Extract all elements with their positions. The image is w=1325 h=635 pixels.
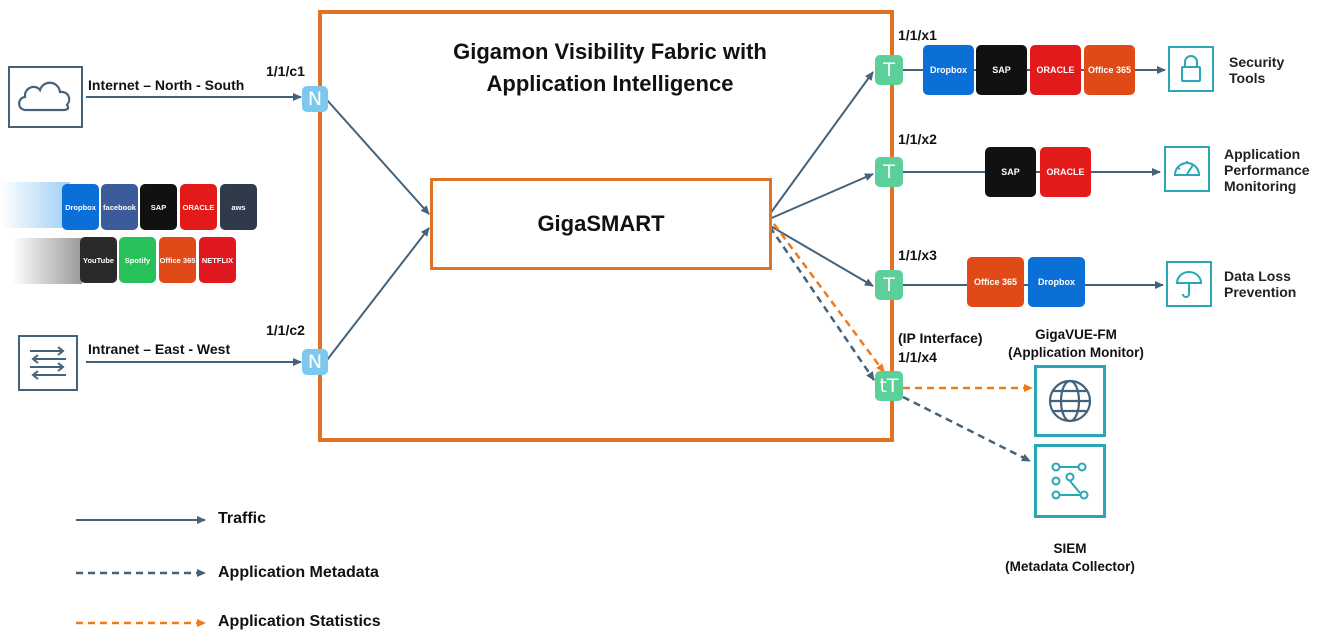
siem-line1: SIEM [1053,541,1087,556]
port-x3[interactable]: T [875,270,903,300]
dlp-line1: Data Loss [1224,268,1291,284]
app-tile-sap: SAP [976,45,1027,95]
app-tile-office-365: Office 365 [159,237,196,283]
apm-line1: Application [1224,146,1301,162]
app-tile-oracle: ORACLE [180,184,217,230]
fabric-title: Gigamon Visibility Fabric with Applicati… [400,36,820,100]
siem-label: SIEM (Metadata Collector) [990,540,1150,576]
traffic-line-gigasmart-x1 [766,71,874,219]
app-tile-oracle: ORACLE [1030,45,1081,95]
app-tile-sap: SAP [140,184,177,230]
port-x3-label: 1/1/x3 [898,247,937,263]
legend-traffic-label: Traffic [218,510,267,527]
app-tile-spotify: Spotify [119,237,156,283]
security-line2: Tools [1229,70,1266,86]
siem-line2: (Metadata Collector) [1005,559,1135,574]
app-tile-dropbox: Dropbox [923,45,974,95]
fabric-title-line1: Gigamon Visibility Fabric with [453,39,767,64]
legend-statistics-label: Application Statistics [218,613,381,630]
fm-line1: GigaVUE-FM [1035,327,1117,342]
port-c2-label: 1/1/c2 [266,322,305,338]
visibility-fabric-frame [318,10,894,442]
app-strip-fade-blue [0,182,70,228]
app-tile-dropbox: Dropbox [62,184,99,230]
dlp-label: Data Loss Prevention [1224,268,1296,300]
traffic-line-c2-gigasmart [326,227,430,361]
app-strip-fade-gray [12,238,82,284]
umbrella-icon[interactable] [1166,261,1212,307]
legend-metadata-label: Application Metadata [218,564,379,581]
port-x1-label: 1/1/x1 [898,27,937,43]
apm-label: Application Performance Monitoring [1224,146,1310,194]
port-x4-label: 1/1/x4 [898,349,937,365]
apm-line3: Monitoring [1224,178,1297,194]
fm-line2: (Application Monitor) [1008,345,1144,360]
siem-collector-icon[interactable] [1034,444,1106,518]
security-tools-label: Security Tools [1229,54,1284,86]
port-c2[interactable]: N [302,349,328,375]
internet-label: Internet – North - South [88,77,245,93]
port-c1[interactable]: N [302,86,328,112]
app-tile-office-365: Office 365 [967,257,1024,307]
gigavue-fm-label: GigaVUE-FM (Application Monitor) [996,326,1156,362]
app-tile-sap: SAP [985,147,1036,197]
app-tile-netflix: NETFLIX [199,237,236,283]
globe-icon[interactable] [1034,365,1106,437]
port-x4[interactable]: tT [875,371,903,401]
app-tile-dropbox: Dropbox [1028,257,1085,307]
metadata-line-x4-siem [902,395,1031,463]
security-line1: Security [1229,54,1285,70]
apm-line2: Performance [1224,162,1310,178]
app-tile-oracle: ORACLE [1040,147,1091,197]
app-tile-youtube: YouTube [80,237,117,283]
lock-icon[interactable] [1168,46,1214,92]
traffic-line-gigasmart-x2 [766,173,874,221]
port-c1-label: 1/1/c1 [266,63,305,79]
app-tile-office-365: Office 365 [1084,45,1135,95]
statistics-line-gigasmart-x4 [772,223,886,373]
network-switch-icon [18,335,78,391]
gigasmart-box: GigaSMART [430,178,772,270]
port-x1[interactable]: T [875,55,903,85]
app-tile-aws: aws [220,184,257,230]
metadata-line-gigasmart-x4 [768,226,876,381]
port-x4-note: (IP Interface) [898,330,983,346]
gauge-icon[interactable] [1164,146,1210,192]
port-x2-label: 1/1/x2 [898,131,937,147]
traffic-line-gigasmart-x3 [766,223,874,287]
port-x2[interactable]: T [875,157,903,187]
dlp-line2: Prevention [1224,284,1297,300]
intranet-label: Intranet – East - West [88,341,231,357]
traffic-line-c1-gigasmart [326,99,430,215]
fabric-title-line2: Application Intelligence [486,71,734,96]
app-tile-facebook: facebook [101,184,138,230]
cloud-icon [8,66,83,128]
